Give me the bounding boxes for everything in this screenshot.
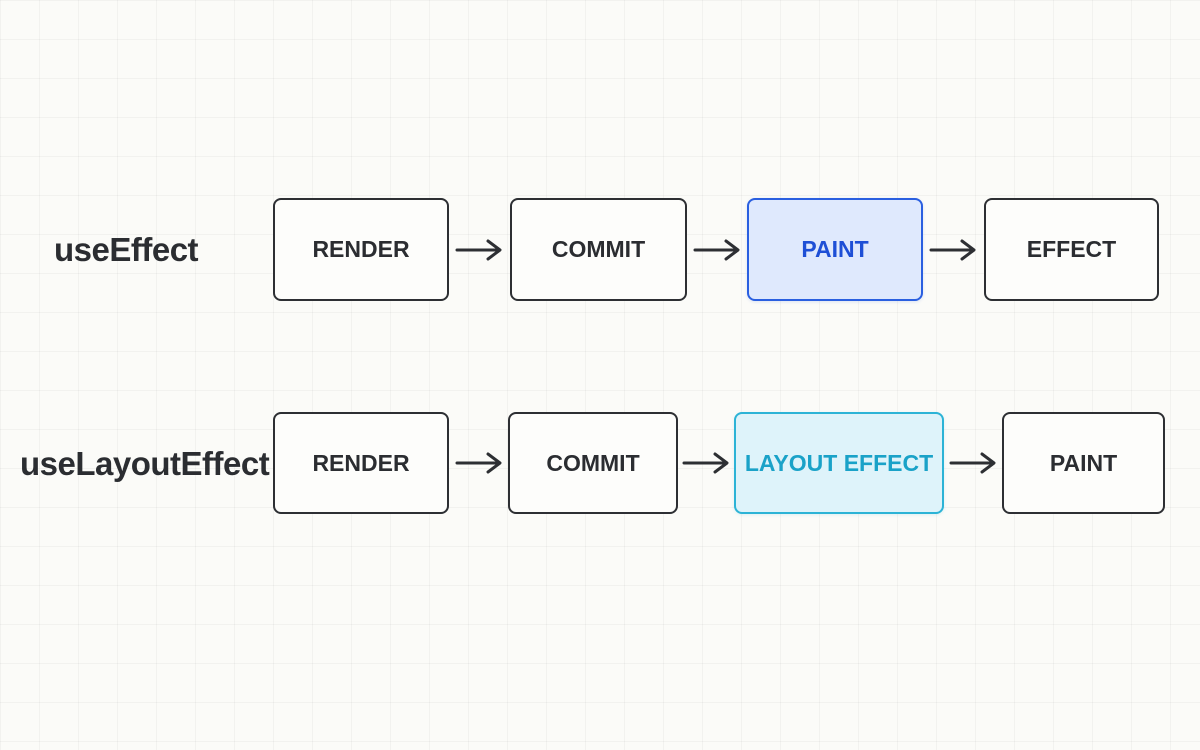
row-label-useeffect: useEffect bbox=[54, 231, 199, 268]
step-box-paint: PAINT bbox=[747, 198, 923, 301]
step-box-render: RENDER bbox=[273, 198, 449, 301]
arrow-right-icon bbox=[455, 452, 502, 474]
step-box-paint: PAINT bbox=[1002, 412, 1165, 514]
step-box-effect: EFFECT bbox=[984, 198, 1159, 301]
step-box-commit: COMMIT bbox=[510, 198, 687, 301]
arrow-right-icon bbox=[455, 239, 502, 261]
row-label-uselayouteffect: useLayoutEffect bbox=[20, 445, 270, 482]
arrow-right-icon bbox=[929, 239, 976, 261]
step-box-layout-effect: LAYOUT EFFECT bbox=[734, 412, 944, 514]
arrow-right-icon bbox=[682, 452, 729, 474]
step-box-commit: COMMIT bbox=[508, 412, 678, 514]
step-box-render: RENDER bbox=[273, 412, 449, 514]
arrow-right-icon bbox=[949, 452, 996, 474]
arrow-right-icon bbox=[693, 239, 740, 261]
